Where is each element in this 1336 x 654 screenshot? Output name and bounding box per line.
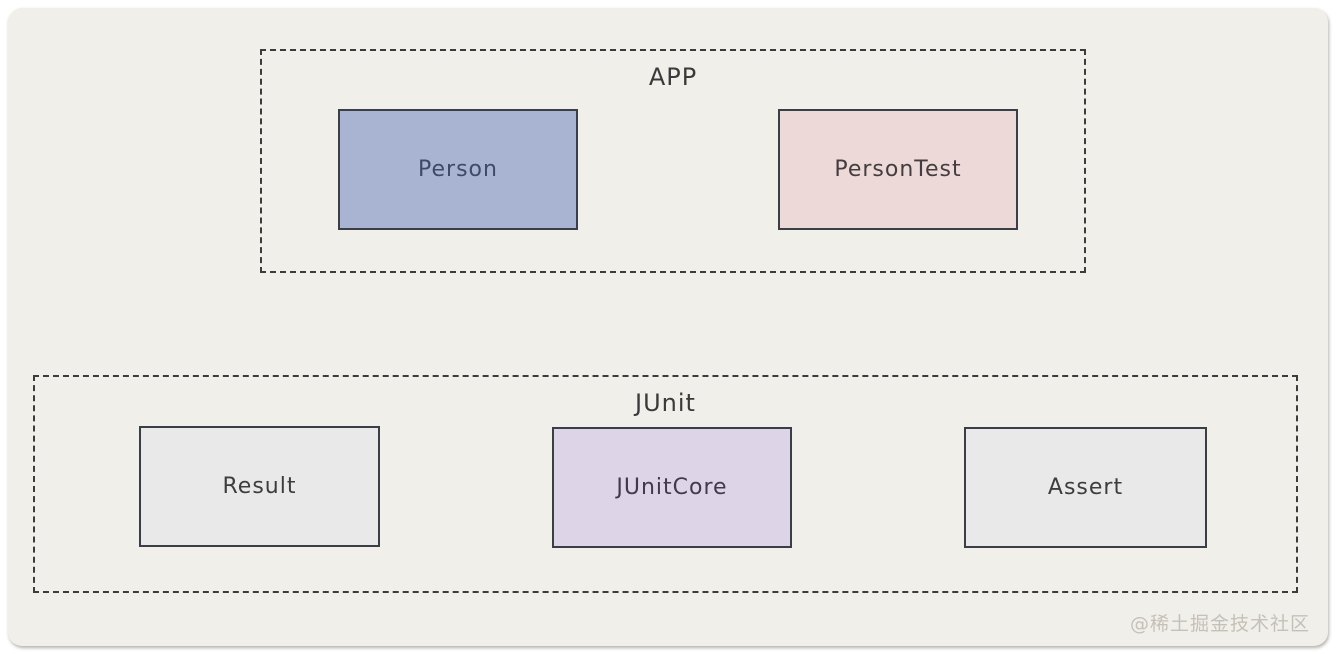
node-persontest: PersonTest bbox=[778, 109, 1018, 230]
watermark: @稀土掘金技术社区 bbox=[1129, 613, 1310, 635]
group-junit: JUnit Result JUnitCore Assert bbox=[33, 375, 1298, 593]
diagram-canvas: APP Person PersonTest JUnit Result JUnit… bbox=[8, 8, 1328, 646]
node-junitcore: JUnitCore bbox=[552, 427, 792, 548]
node-assert: Assert bbox=[964, 427, 1207, 548]
group-app-label: APP bbox=[648, 63, 698, 91]
node-person: Person bbox=[338, 109, 578, 230]
group-app: APP Person PersonTest bbox=[260, 49, 1086, 273]
node-result: Result bbox=[139, 426, 380, 547]
group-junit-label: JUnit bbox=[635, 389, 696, 417]
